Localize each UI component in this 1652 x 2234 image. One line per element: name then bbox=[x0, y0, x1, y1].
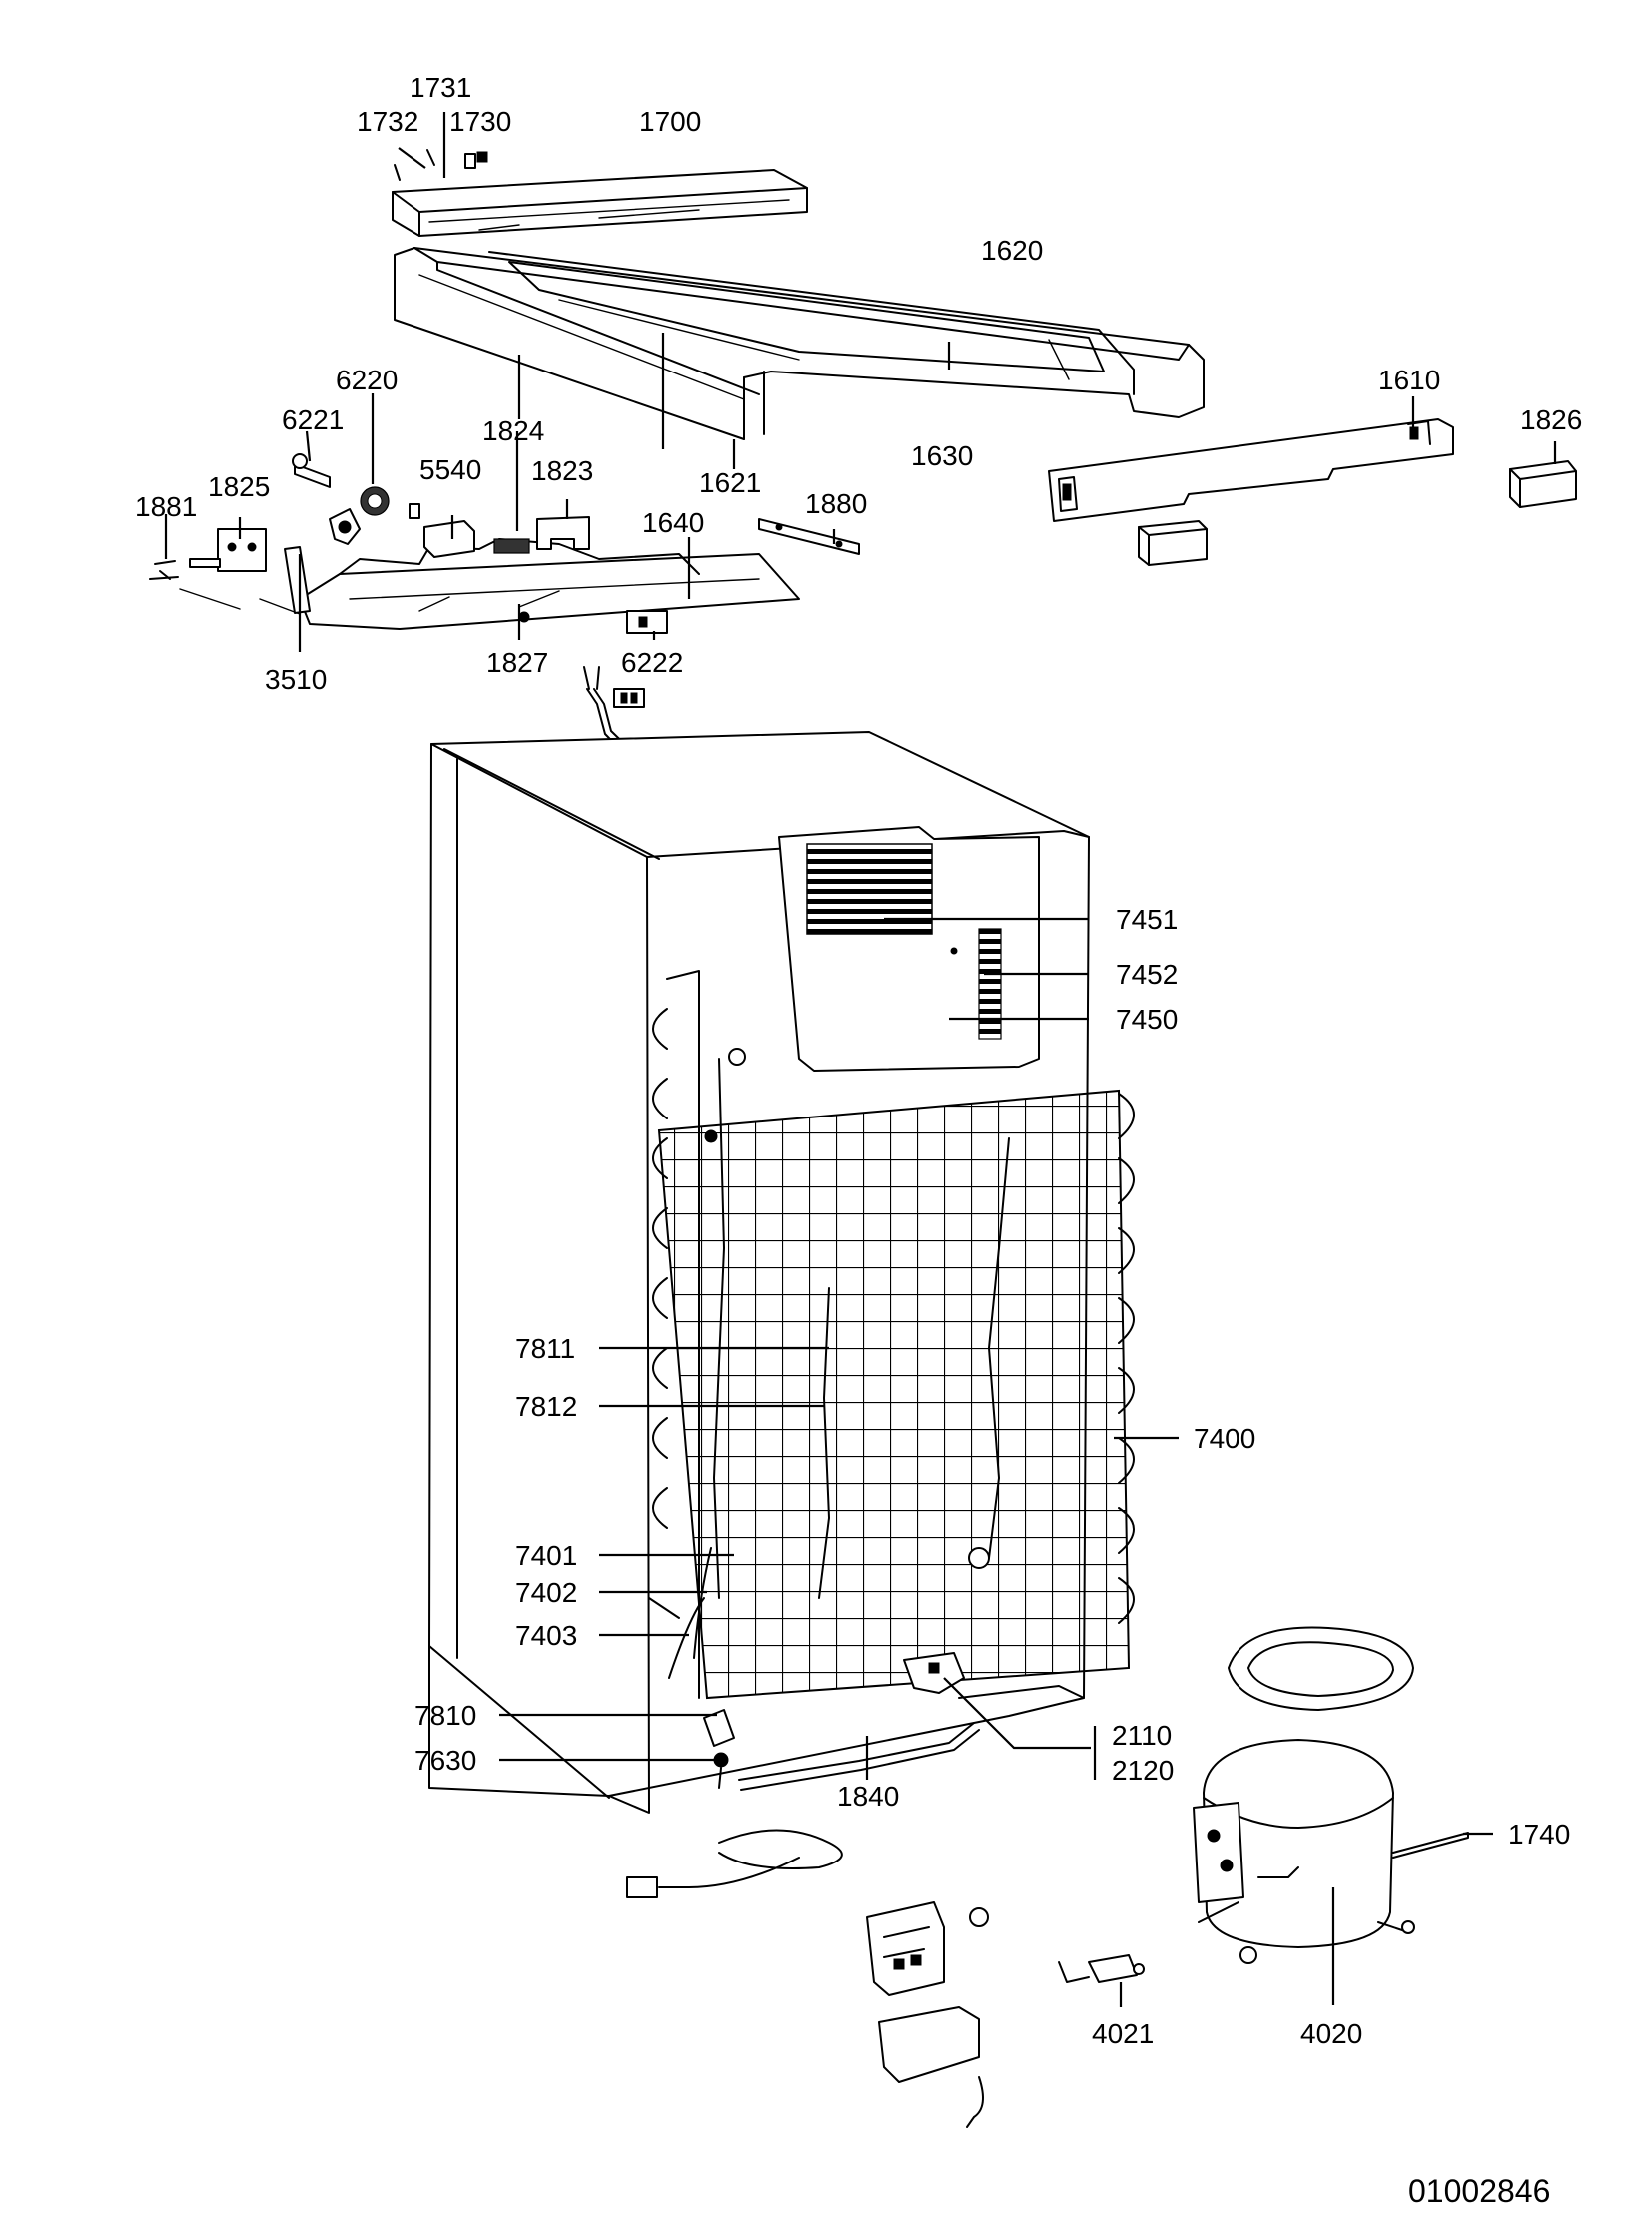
side-panel-1610 bbox=[1048, 418, 1454, 522]
connector-6222 bbox=[626, 610, 668, 634]
label-1620: 1620 bbox=[981, 235, 1043, 266]
label-7400: 7400 bbox=[1194, 1423, 1255, 1454]
label-1730: 1730 bbox=[449, 106, 511, 137]
label-7402: 7402 bbox=[515, 1577, 577, 1608]
label-6220: 6220 bbox=[336, 365, 398, 395]
condenser-coil-7400 bbox=[652, 970, 1135, 1700]
label-1881: 1881 bbox=[135, 491, 197, 522]
relay-4021 bbox=[1058, 1954, 1145, 1983]
label-1740: 1740 bbox=[1508, 1819, 1570, 1850]
label-6221: 6221 bbox=[282, 404, 344, 435]
label-1700: 1700 bbox=[639, 106, 701, 137]
label-1621: 1621 bbox=[699, 467, 761, 498]
label-1840: 1840 bbox=[837, 1781, 899, 1812]
bracket-1825 bbox=[217, 528, 267, 572]
label-5540: 5540 bbox=[419, 454, 481, 485]
clip-1824 bbox=[493, 538, 530, 554]
label-1630: 1630 bbox=[911, 440, 973, 471]
label-7401: 7401 bbox=[515, 1540, 577, 1571]
label-2120: 2120 bbox=[1112, 1755, 1174, 1786]
block-1826 bbox=[1509, 460, 1577, 508]
part-labels: 1731 1732 1730 1700 1620 1610 1826 6220 … bbox=[135, 72, 1582, 2209]
drier-7810 bbox=[703, 1709, 735, 1747]
strip-3510 bbox=[284, 546, 311, 614]
power-cord bbox=[626, 1829, 843, 1898]
relay-cover bbox=[866, 1901, 989, 1996]
drain-pipe-1840 bbox=[738, 1722, 980, 1791]
knob-6221 bbox=[292, 453, 331, 488]
label-1610: 1610 bbox=[1378, 365, 1440, 395]
block-small bbox=[1138, 520, 1208, 566]
leader-lines bbox=[164, 112, 1557, 2007]
label-7403: 7403 bbox=[515, 1620, 577, 1651]
label-1640: 1640 bbox=[642, 507, 704, 538]
bracket-1823 bbox=[536, 516, 590, 550]
capillary-tube bbox=[648, 1547, 712, 1679]
label-7812: 7812 bbox=[515, 1391, 577, 1422]
compressor-compartment-recess bbox=[778, 826, 1040, 1072]
label-4021: 4021 bbox=[1092, 2018, 1154, 2049]
label-4020: 4020 bbox=[1300, 2018, 1362, 2049]
drain-tray bbox=[1228, 1626, 1414, 1711]
label-1826: 1826 bbox=[1520, 404, 1582, 435]
label-1823: 1823 bbox=[531, 455, 593, 486]
label-3510: 3510 bbox=[265, 664, 327, 695]
label-1824: 1824 bbox=[482, 415, 544, 446]
label-7811: 7811 bbox=[515, 1333, 575, 1364]
label-2110: 2110 bbox=[1112, 1720, 1172, 1751]
label-7630: 7630 bbox=[414, 1745, 476, 1776]
label-7810: 7810 bbox=[414, 1700, 476, 1731]
label-7451: 7451 bbox=[1116, 904, 1178, 935]
lamp-holder bbox=[329, 508, 361, 545]
protector-cap bbox=[878, 2006, 984, 2128]
label-7450: 7450 bbox=[1116, 1004, 1178, 1035]
label-7452: 7452 bbox=[1116, 959, 1178, 990]
tray-frame-1620 bbox=[394, 247, 1205, 440]
relay-5540 bbox=[409, 503, 475, 558]
compressor-4020 bbox=[1193, 1739, 1469, 1964]
screw-1881 bbox=[149, 558, 301, 615]
label-1827: 1827 bbox=[486, 647, 548, 678]
top-cover-1700 bbox=[392, 149, 808, 237]
label-1731: 1731 bbox=[410, 72, 471, 103]
label-1732: 1732 bbox=[357, 106, 418, 137]
document-id: 01002846 bbox=[1408, 2173, 1550, 2209]
control-bracket-1640 bbox=[299, 538, 800, 630]
hinge-1880 bbox=[758, 518, 860, 555]
thermostat-6220 bbox=[360, 486, 390, 516]
label-1880: 1880 bbox=[805, 488, 867, 519]
label-6222: 6222 bbox=[621, 647, 683, 678]
label-1825: 1825 bbox=[208, 471, 270, 502]
